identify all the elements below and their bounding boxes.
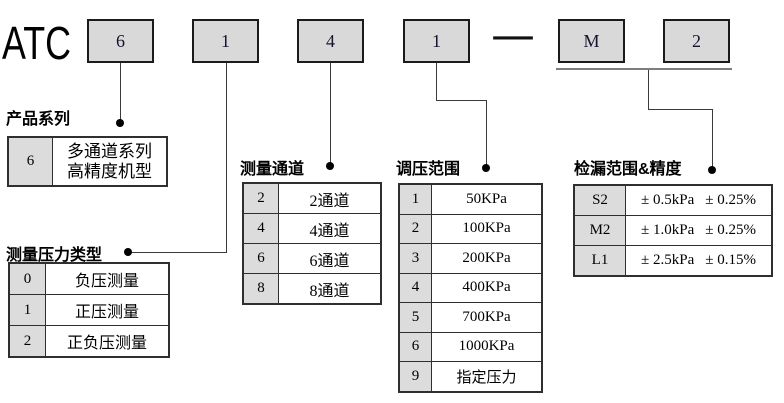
code-cell: 8: [244, 274, 279, 303]
table-row: 2 正负压测量: [10, 325, 168, 356]
section-title-product-series: 产品系列: [6, 111, 71, 128]
connector-line: [648, 109, 713, 110]
code-cell: 9: [400, 362, 432, 391]
code-box-leak-2: 2: [663, 19, 730, 63]
code-cell: 2: [244, 184, 279, 213]
connector-bullet: [482, 164, 490, 172]
code-cell: 4: [244, 214, 279, 243]
desc-cell: 50KPa: [466, 190, 507, 207]
table-row: 6 6通道: [244, 243, 380, 273]
section-title-leak-range: 检漏范围&精度: [574, 161, 682, 178]
desc-line-2: 高精度机型: [67, 161, 152, 181]
connector-line: [130, 252, 227, 253]
connector-line: [226, 63, 227, 253]
table-row: 1 50KPa: [400, 185, 541, 214]
table-row: 2 2通道: [244, 184, 380, 213]
table-row: S2 ± 0.5kPa ± 0.25%: [575, 186, 771, 215]
code-cell: 5: [400, 303, 432, 332]
table-row: 2 100KPa: [400, 213, 541, 243]
code-cell: 4: [400, 273, 432, 302]
separator-dash: —: [491, 10, 535, 61]
code-cell: 0: [10, 264, 46, 294]
desc-cell: 正负压测量: [66, 335, 147, 352]
connector-bullet: [124, 248, 132, 256]
table-row: 3 200KPa: [400, 243, 541, 273]
leak-kpa-value: ± 1.0kPa: [641, 222, 695, 238]
desc-cell: 1000KPa: [458, 338, 515, 355]
connector-line: [436, 63, 437, 101]
code-cell: 2: [10, 326, 46, 356]
code-cell: 6: [244, 244, 279, 273]
table-row: 4 400KPa: [400, 272, 541, 302]
channels-table: 2 2通道 4 4通道 6 6通道 8 8通道: [242, 182, 382, 305]
table-row: 6 多通道系列 高精度机型: [9, 138, 166, 185]
desc-cell: 指定压力: [456, 369, 517, 386]
leak-pct-value: ± 0.25%: [705, 222, 756, 238]
desc-cell: 8通道: [309, 282, 350, 300]
table-row: L1 ± 2.5kPa ± 0.15%: [575, 245, 771, 275]
desc-cell: 6通道: [309, 252, 350, 270]
connector-bullet: [708, 166, 716, 174]
code-cell: L1: [575, 246, 626, 275]
desc-cell: 正压测量: [74, 304, 139, 321]
code-cell: 1: [400, 185, 432, 214]
connector-line: [120, 63, 121, 120]
code-box-series: 6: [87, 19, 154, 63]
table-row: 9 指定压力: [400, 361, 541, 391]
desc-cell: 200KPa: [462, 249, 511, 266]
desc-cell: ± 2.5kPa ± 0.15%: [626, 246, 771, 275]
pressure-type-table: 0 负压测量 1 正压测量 2 正负压测量: [8, 262, 170, 358]
table-row: 5 700KPa: [400, 302, 541, 332]
product-series-table: 6 多通道系列 高精度机型: [7, 136, 168, 187]
leak-pct-value: ± 0.15%: [705, 252, 756, 268]
table-row: 8 8通道: [244, 273, 380, 303]
code-cell: 2: [400, 214, 432, 243]
table-row: 0 负压测量: [10, 264, 168, 294]
code-cell: 6: [9, 138, 53, 185]
table-row: 4 4通道: [244, 213, 380, 243]
leak-kpa-value: ± 2.5kPa: [641, 252, 695, 268]
table-row: 6 1000KPa: [400, 331, 541, 361]
connector-line: [330, 63, 331, 163]
desc-cell: ± 1.0kPa ± 0.25%: [626, 216, 771, 245]
section-title-regulation-range: 调压范围: [396, 161, 461, 178]
desc-cell: 负压测量: [74, 273, 139, 290]
leak-group-underline: [556, 68, 732, 70]
section-title-channels: 测量通道: [240, 161, 305, 178]
leak-range-table: S2 ± 0.5kPa ± 0.25% M2 ± 1.0kPa ± 0.25% …: [573, 184, 773, 277]
connector-bullet: [326, 162, 334, 170]
code-cell: S2: [575, 186, 626, 215]
code-box-leak-m: M: [558, 19, 625, 63]
code-box-pressure-type: 1: [192, 19, 259, 63]
connector-line: [486, 100, 487, 165]
connector-bullet: [116, 119, 124, 127]
code-cell: 1: [10, 295, 46, 325]
connector-line: [712, 109, 713, 167]
desc-cell: ± 0.5kPa ± 0.25%: [626, 186, 771, 215]
code-box-range: 1: [403, 19, 470, 63]
code-box-channels: 4: [297, 19, 364, 63]
code-cell: 3: [400, 244, 432, 273]
section-title-pressure-type: 测量压力类型: [6, 247, 103, 264]
leak-kpa-value: ± 0.5kPa: [641, 192, 695, 208]
connector-line: [436, 100, 487, 101]
desc-cell: 100KPa: [462, 220, 511, 237]
desc-cell: 2通道: [309, 192, 350, 210]
desc-cell: 多通道系列 高精度机型: [53, 138, 166, 185]
desc-line-1: 多通道系列: [67, 141, 152, 161]
model-prefix: ATC: [2, 17, 72, 69]
regulation-range-table: 1 50KPa 2 100KPa 3 200KPa 4 400KPa 5 700…: [398, 183, 543, 393]
table-row: 1 正压测量: [10, 294, 168, 325]
desc-cell: 700KPa: [462, 308, 511, 325]
desc-cell: 4通道: [309, 222, 350, 240]
table-row: M2 ± 1.0kPa ± 0.25%: [575, 215, 771, 245]
connector-line: [648, 70, 649, 110]
desc-cell: 400KPa: [462, 279, 511, 296]
code-cell: M2: [575, 216, 626, 245]
leak-pct-value: ± 0.25%: [705, 192, 756, 208]
code-cell: 6: [400, 332, 432, 361]
